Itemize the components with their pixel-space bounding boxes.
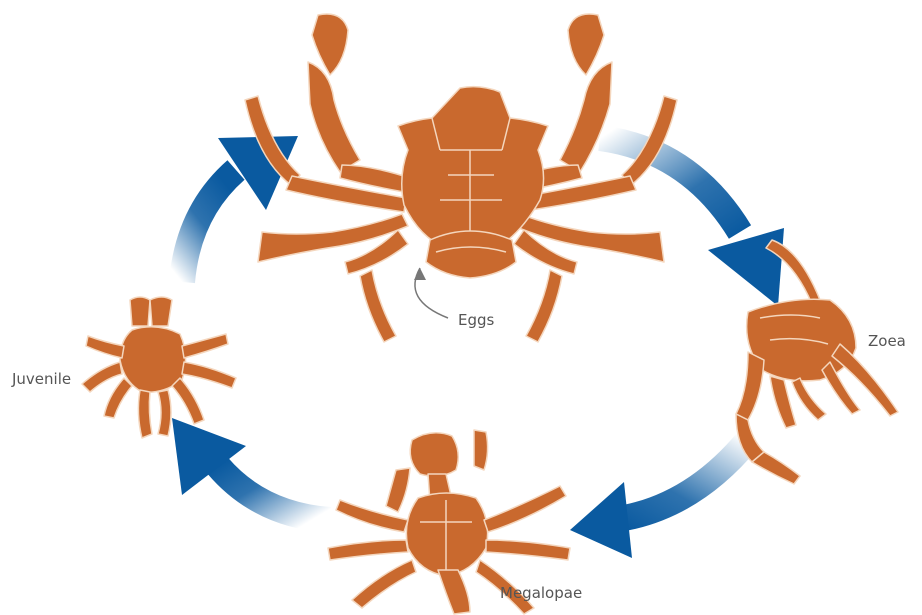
arrow-adult-to-zoea <box>600 138 784 306</box>
label-zoea: Zoea <box>868 332 906 350</box>
arrow-megalopae-to-juvenile <box>172 418 330 520</box>
label-juvenile: Juvenile <box>12 370 71 388</box>
arrow-zoea-to-megalopae <box>570 440 748 558</box>
label-megalopae: Megalopae <box>500 584 582 602</box>
eggs-pointer-arrowhead <box>414 268 426 280</box>
juvenile-crab <box>82 297 236 438</box>
label-eggs: Eggs <box>458 311 494 329</box>
adult-crab <box>245 14 677 342</box>
